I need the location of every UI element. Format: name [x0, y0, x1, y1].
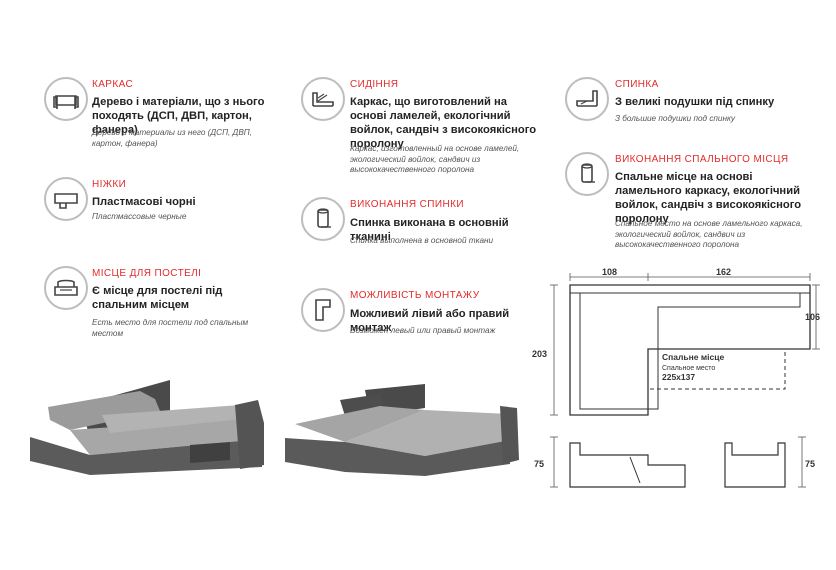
feature-title: НІЖКИ: [92, 179, 127, 190]
feature-sub-text: Пластмассовые черные: [92, 212, 187, 221]
dim-top-left: 108: [602, 267, 617, 277]
dimension-scheme: 108 162 203 106 Спальне місце Спальное м…: [532, 267, 820, 488]
bed-label-ru: Спальное место: [662, 365, 715, 372]
feature-main-text: Можливий лівий або правий монтаж: [350, 308, 510, 334]
feature-sub-text: Спальное место на основе ламельного карк…: [615, 219, 803, 249]
bed-label: Спальне місце: [662, 352, 724, 362]
feature-title: МОЖЛИВІСТЬ МОНТАЖУ: [350, 290, 480, 301]
fabric-roll-icon: [565, 152, 609, 196]
dim-right-depth: 106: [805, 312, 820, 322]
bed-size: 225x137: [662, 372, 695, 382]
feature-title: КАРКАС: [92, 79, 134, 90]
feature-main-text: Спинка виконана в основній тканині: [350, 217, 509, 243]
leg-icon: [44, 177, 88, 221]
feature-main-text: Пластмасові чорні: [92, 196, 196, 208]
feature-title: СПИНКА: [615, 79, 659, 90]
corner-mount-icon: [301, 288, 345, 332]
feature-sub-text: Дерево и материалы из него (ДСП, ДВП, ка…: [92, 128, 252, 148]
fabric-roll-icon: [301, 197, 345, 241]
storage-box-icon: [44, 266, 88, 310]
backrest-icon: [565, 77, 609, 121]
dim-side-right: 75: [805, 459, 815, 469]
feature-title: СИДІННЯ: [350, 79, 399, 90]
feature-title: МІСЦЕ ДЛЯ ПОСТЕЛІ: [92, 268, 202, 279]
feature-sub-text: Спинка выполнена в основной ткани: [350, 236, 494, 245]
sofa-photo-right: [285, 384, 519, 476]
feature-title: ВИКОНАННЯ СПИНКИ: [350, 199, 464, 210]
feature-sub-text: З большие подушки под спинку: [615, 114, 735, 123]
dim-total-depth: 203: [532, 349, 547, 359]
seat-layers-icon: [301, 77, 345, 121]
feature-main-text: Каркас, що виготовлений на основі ламеле…: [350, 96, 537, 150]
feature-sub-text: Есть место для постели под спальным мест…: [92, 318, 249, 338]
feature-main-text: Є місце для постелі під спальним місцем: [92, 285, 223, 311]
sofa-photo-left: [30, 380, 264, 475]
sofa-icon: [44, 77, 88, 121]
feature-title: ВИКОНАННЯ СПАЛЬНОГО МІСЦЯ: [615, 154, 789, 165]
feature-main-text: Дерево і матеріали, що з нього походять …: [92, 96, 265, 136]
feature-sub-text: Возможен левый или правый монтаж: [350, 326, 496, 335]
feature-main-text: Спальне місце на основі ламельного карка…: [615, 171, 802, 225]
feature-main-text: З великі подушки під спинку: [615, 96, 775, 108]
dim-side-left: 75: [534, 459, 544, 469]
feature-sub-text: Каркас, изготовленный на основе ламелей,…: [350, 144, 520, 174]
dim-top-right: 162: [716, 267, 731, 277]
